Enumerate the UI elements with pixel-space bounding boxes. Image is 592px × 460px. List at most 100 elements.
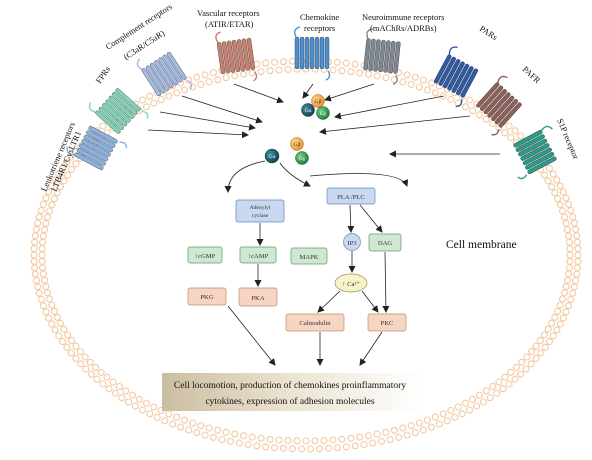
membrane-lipid bbox=[567, 206, 575, 215]
membrane-lipid bbox=[565, 238, 573, 246]
membrane-lipid bbox=[34, 283, 42, 291]
pafr-receptor-loop bbox=[491, 75, 508, 136]
membrane-lipid bbox=[109, 378, 117, 386]
membrane-lipid bbox=[59, 338, 67, 346]
membrane-lipid bbox=[356, 433, 364, 441]
membrane-lipid bbox=[556, 201, 564, 209]
membrane-lipid bbox=[347, 434, 355, 442]
membrane-lipid bbox=[257, 434, 265, 442]
membrane-lipid bbox=[271, 444, 279, 452]
vascular-receptor bbox=[215, 31, 258, 82]
membrane-lipid bbox=[556, 182, 564, 190]
membrane-lipid bbox=[540, 171, 548, 179]
membrane-lipid bbox=[266, 435, 274, 443]
membrane-lipid bbox=[574, 251, 582, 259]
neuroimmune-receptor bbox=[363, 28, 401, 85]
membrane-lipid bbox=[32, 225, 40, 233]
membrane-lipid bbox=[537, 349, 545, 357]
membrane-lipid bbox=[403, 431, 411, 439]
membrane-lipid bbox=[563, 276, 572, 284]
outcome-line-1: Cell locomotion, production of chemokine… bbox=[174, 380, 406, 391]
membrane-lipid bbox=[35, 289, 43, 297]
membrane-lipid bbox=[501, 373, 509, 381]
membrane-lipid bbox=[38, 245, 46, 253]
membrane-lipid bbox=[573, 270, 581, 278]
s1p-receptor-helix bbox=[513, 130, 543, 148]
complement-receptor bbox=[136, 51, 193, 97]
membrane-lipid bbox=[37, 206, 45, 215]
neuroimmune-receptor-helix bbox=[388, 40, 396, 74]
membrane-lipid bbox=[562, 283, 570, 291]
membrane-lipid bbox=[275, 436, 283, 444]
membrane-lipid bbox=[51, 326, 59, 334]
membrane-lipid bbox=[77, 360, 85, 368]
calcium-node bbox=[334, 273, 368, 293]
membrane-lipid bbox=[39, 270, 47, 278]
complement-receptor-helix bbox=[145, 65, 166, 94]
membrane-lipid bbox=[42, 219, 50, 227]
fprs-label: FPRs bbox=[93, 64, 112, 85]
membrane-lipid bbox=[146, 410, 154, 418]
membrane-lipid bbox=[407, 422, 415, 430]
membrane-lipid bbox=[165, 410, 173, 418]
pkg-label: PKG bbox=[200, 294, 213, 301]
par-receptor-helix bbox=[456, 66, 474, 96]
membrane-lipid bbox=[55, 170, 63, 178]
branch-arrows bbox=[224, 160, 409, 193]
membrane-lipid bbox=[565, 264, 573, 272]
vascular-receptor-helix bbox=[241, 38, 251, 71]
neuroimmune-receptor-helix bbox=[383, 40, 391, 73]
complement-receptor-helix bbox=[162, 54, 183, 83]
membrane-lipid bbox=[435, 420, 443, 428]
membrane-lipid bbox=[554, 195, 562, 203]
fpr-receptor-helix bbox=[115, 88, 141, 112]
membrane-lipid bbox=[248, 69, 256, 77]
membrane-lipid bbox=[562, 219, 570, 227]
membrane-lipid bbox=[209, 69, 217, 77]
membrane-lipid bbox=[39, 232, 47, 240]
membrane-lipid bbox=[68, 165, 76, 173]
membrane-lipid bbox=[351, 442, 359, 450]
membrane-lipid bbox=[193, 429, 201, 437]
adenylyl-label-1: Adenylyl bbox=[250, 205, 271, 211]
membrane-lipid bbox=[271, 58, 279, 66]
vascular-receptor-helix bbox=[236, 39, 246, 72]
membrane-lipid bbox=[439, 92, 447, 100]
s1p-receptor-helix bbox=[522, 147, 552, 166]
fpr-receptor-helix bbox=[102, 103, 128, 127]
adenylyl-cyclase-box bbox=[235, 199, 285, 223]
membrane-lipid bbox=[553, 326, 561, 334]
membrane-lipid bbox=[495, 378, 503, 386]
membrane-lipid bbox=[443, 417, 451, 425]
receptor-layer bbox=[66, 26, 557, 180]
leukotriene-receptor-helix bbox=[79, 143, 109, 162]
membrane-lipid bbox=[532, 342, 540, 350]
membrane-lipid bbox=[390, 426, 398, 434]
membrane-lipid bbox=[560, 289, 569, 297]
chemokine-receptor-helix bbox=[299, 36, 305, 70]
membrane-lipid bbox=[266, 67, 274, 75]
membrane-lipid bbox=[469, 395, 477, 403]
membrane-lipid bbox=[573, 238, 581, 246]
leukotriene-receptor bbox=[66, 126, 128, 170]
membrane-lipid bbox=[68, 337, 76, 345]
membrane-lipid bbox=[67, 349, 75, 357]
membrane-lipid bbox=[124, 398, 133, 406]
membrane-lipid bbox=[82, 365, 90, 373]
membrane-lipid bbox=[395, 433, 403, 441]
par-receptor-helix bbox=[447, 61, 465, 91]
pathway-boxes: Adenylyl cyclase PLA /PLC ↑cGMP ↑cAMP MA… bbox=[187, 187, 407, 332]
pathway-arrows bbox=[227, 204, 390, 366]
ip3-node bbox=[343, 233, 361, 251]
membrane-lipid bbox=[51, 176, 59, 184]
g-beta-top bbox=[311, 94, 325, 108]
membrane-lipid bbox=[505, 380, 513, 388]
membrane-lipid bbox=[572, 225, 580, 233]
membrane-lipid bbox=[360, 440, 368, 449]
membrane-lipid bbox=[512, 363, 520, 371]
g-alpha-top-label: Gα bbox=[305, 108, 312, 114]
membrane-lipid bbox=[214, 76, 222, 84]
membrane-lipid bbox=[205, 424, 213, 432]
